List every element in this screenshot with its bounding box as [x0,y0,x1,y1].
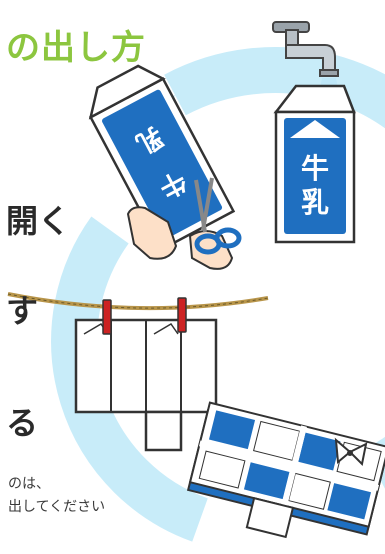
page-title: の出し方 [6,20,146,69]
note-line-1: のは、 [8,473,50,493]
step-open-text: 開く [6,196,70,242]
step-bundle-text: る [6,398,38,444]
carton-bundle [183,403,385,554]
note-line-2: 出してください [8,496,105,516]
drying-rope [8,294,268,308]
step-dry-text: す [6,286,38,332]
carton-label-bottom: 乳 [301,186,329,219]
milk-carton-icon: 牛 乳 [276,86,354,242]
carton-label-top: 牛 [301,152,329,185]
